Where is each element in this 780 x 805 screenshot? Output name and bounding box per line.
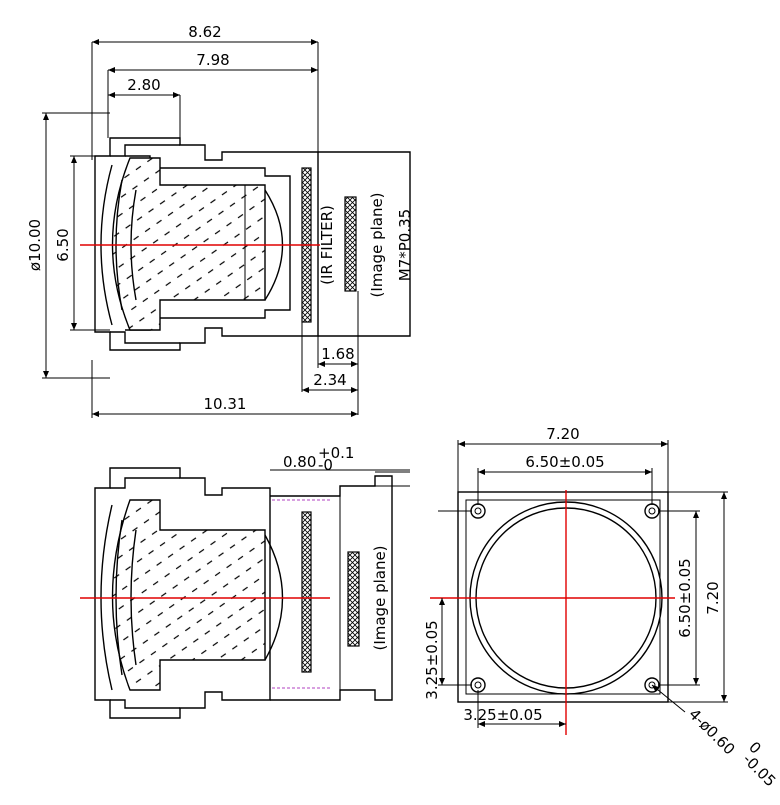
- label-ir-filter: (IR FILTER): [318, 205, 336, 285]
- dim-ir-gap: 1.68: [321, 345, 354, 363]
- dim-inner: 6.50: [54, 228, 72, 261]
- holder-side-view: 0.80 +0.1 -0 (Image plane): [80, 444, 410, 719]
- dim-offset-h: 3.25±0.05: [463, 706, 542, 724]
- label-holes-tol2: -0.05: [739, 750, 779, 790]
- dim-hole-spacing-v: 6.50±0.05: [676, 558, 694, 637]
- dim-front: 2.80: [127, 76, 160, 94]
- dim-outer-height: 7.20: [704, 581, 722, 614]
- lens-front: [111, 157, 266, 331]
- label-image-plane: (Image plane): [368, 192, 386, 297]
- dim-offset-v: 3.25±0.05: [423, 620, 441, 699]
- barrel-outline: [94, 137, 319, 351]
- image-plane-sensor: [344, 196, 357, 292]
- barrel-inner: [110, 144, 180, 344]
- label-image-plane-2: (Image plane): [371, 545, 389, 650]
- image-plane-sensor-2: [347, 551, 360, 647]
- dim-plane-gap: 2.34: [313, 371, 346, 389]
- dim-body-width: 7.98: [196, 51, 229, 69]
- dim-hole-spacing-h: 6.50±0.05: [525, 453, 604, 471]
- barrel-outline-2: [94, 467, 271, 719]
- thread-region: [318, 151, 411, 337]
- mount-hole-bl: [470, 677, 486, 693]
- holder-square: [457, 491, 669, 703]
- holder-front-view: 7.20 6.50±0.05 6.50±0.05 7.20 3.25±0.05 …: [423, 425, 779, 790]
- ir-filter-2: [301, 511, 312, 673]
- label-thread: M7*P0.35: [396, 209, 414, 281]
- side-view: 8.62 7.98 2.80 ø10.00 6.50 1.68 2.34 10.…: [26, 23, 414, 418]
- dim-overall: 10.31: [204, 395, 247, 413]
- label-holes: 4-ø0.60: [685, 705, 738, 758]
- mount-hole-tr: [644, 503, 660, 519]
- dim-outer-width: 7.20: [546, 425, 579, 443]
- dim-flange: 0.80: [283, 453, 316, 471]
- dim-diameter: ø10.00: [26, 219, 44, 271]
- dim-total-width: 8.62: [188, 23, 221, 41]
- mount-hole-tl: [470, 503, 486, 519]
- dim-flange-tol-upper: +0.1: [318, 444, 354, 462]
- dim-flange-tol-lower: -0: [318, 456, 333, 474]
